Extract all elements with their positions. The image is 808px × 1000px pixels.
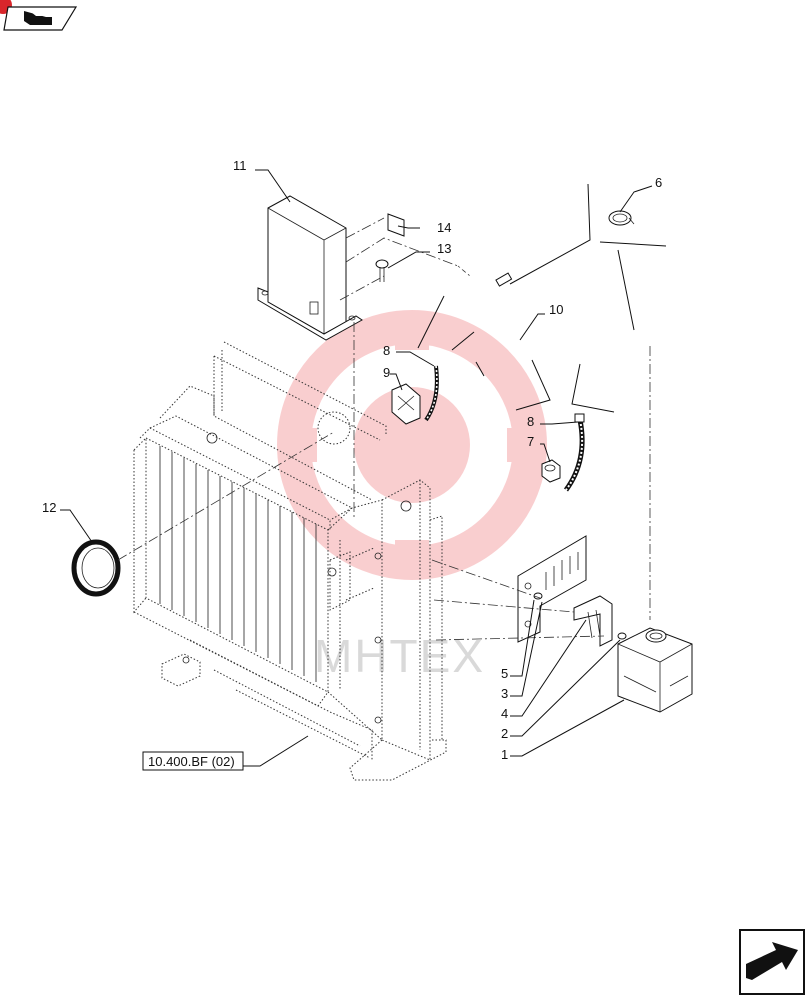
part-6-clamp [608, 210, 635, 226]
part-13-screw [375, 259, 389, 282]
callout-8-upper[interactable]: 8 [383, 343, 390, 358]
watermark [277, 310, 547, 580]
part-8-cable-tie-lower-inner [565, 419, 584, 491]
watermark-text: MHTEX [314, 630, 485, 682]
part-9-holder [391, 383, 421, 425]
book-arrow-icon [24, 11, 52, 25]
callout-5[interactable]: 5 [501, 666, 508, 681]
part-8-cable-tie-upper-inner [425, 365, 438, 421]
part-8-tie-head [574, 413, 585, 423]
callout-8-lower[interactable]: 8 [527, 414, 534, 429]
section-cut-lines [417, 183, 667, 413]
callout-3[interactable]: 3 [501, 686, 508, 701]
reference-box-label: 10.400.BF (02) [148, 754, 235, 769]
callout-2[interactable]: 2 [501, 726, 508, 741]
callout-14[interactable]: 14 [437, 220, 451, 235]
callout-10[interactable]: 10 [549, 302, 563, 317]
part-14-plate [387, 213, 405, 237]
alignment-lines-top [339, 217, 471, 520]
watermark-core [354, 387, 470, 503]
callout-6[interactable]: 6 [655, 175, 662, 190]
radiator-assembly [133, 341, 447, 781]
callout-9[interactable]: 9 [383, 365, 390, 380]
part-2-fastener [617, 632, 627, 640]
radiator-fins [159, 446, 317, 682]
part-10-hose [436, 263, 651, 357]
part-5-bracket [517, 535, 587, 643]
next-page-arrow-icon[interactable] [739, 929, 805, 995]
seal-alignment [117, 431, 335, 561]
top-left-nav[interactable] [0, 0, 78, 31]
callout-4[interactable]: 4 [501, 706, 508, 721]
callout-1[interactable]: 1 [501, 747, 508, 762]
callout-7[interactable]: 7 [527, 434, 534, 449]
callout-13[interactable]: 13 [437, 241, 451, 256]
part-1-expansion-tank [617, 627, 693, 713]
part-4-support [573, 595, 613, 647]
part-12-seal [71, 539, 121, 597]
part-7-grommet [541, 459, 561, 483]
callout-12[interactable]: 12 [42, 500, 56, 515]
bracket-alignment [431, 346, 651, 641]
callout-leaders [60, 169, 653, 767]
watermark-ring [277, 310, 547, 580]
part-8-cable-tie-lower [563, 419, 585, 492]
callout-11[interactable]: 11 [233, 158, 247, 173]
reference-box[interactable]: 10.400.BF (02) [142, 751, 244, 771]
part-11-control-box [257, 195, 363, 341]
